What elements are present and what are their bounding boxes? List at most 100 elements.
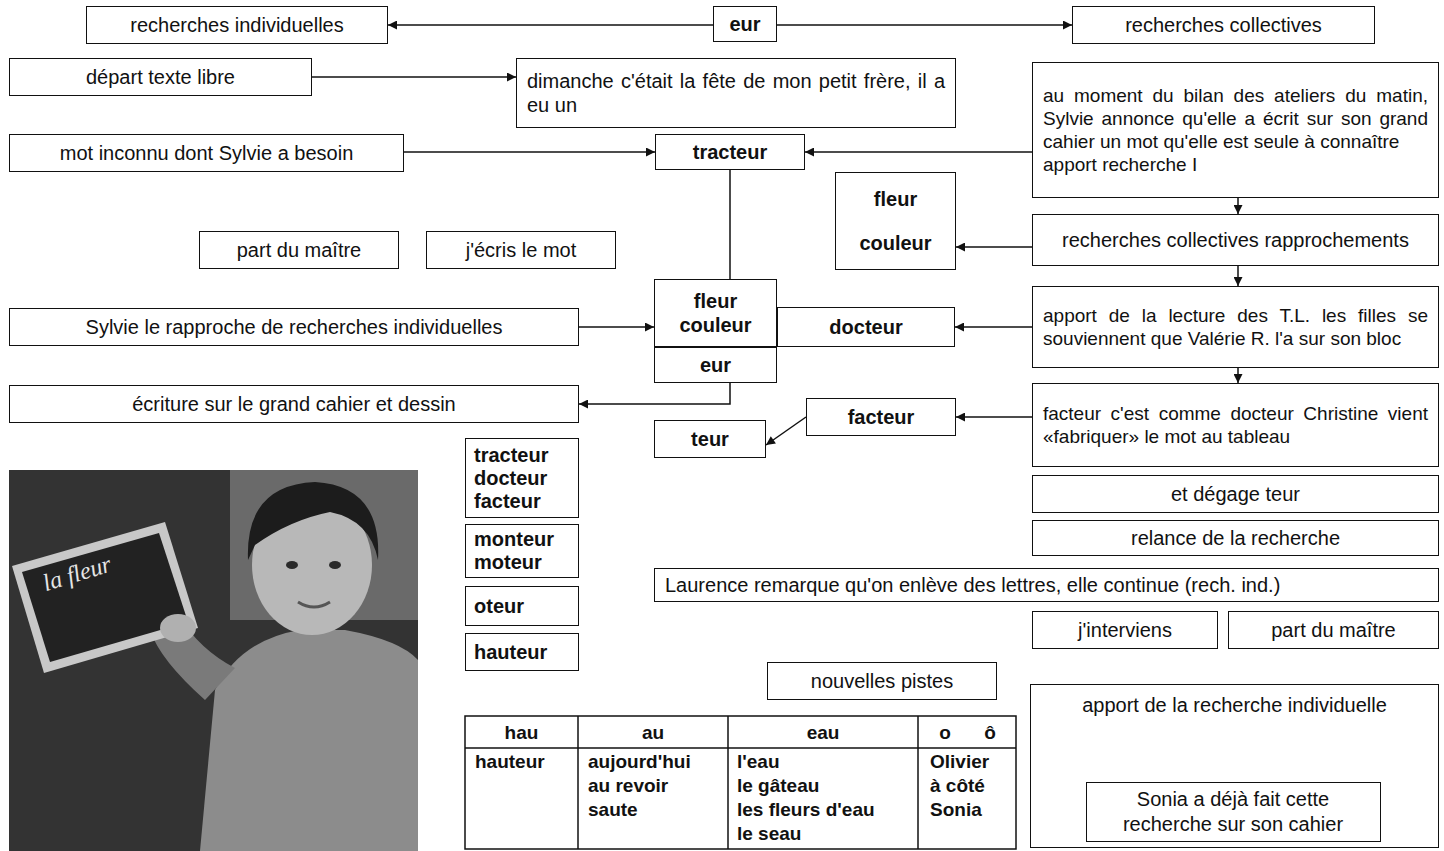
slate xyxy=(22,533,188,662)
box-text: monteur xyxy=(474,528,570,551)
text-box: mot inconnu dont Sylvie a besoin xyxy=(9,134,404,172)
text-box: relance de la recherche xyxy=(1032,520,1439,556)
table-cell: eau xyxy=(728,721,918,745)
box-text: facteur c'est comme docteur Christine vi… xyxy=(1043,402,1428,448)
box-text: tracteur xyxy=(666,140,794,164)
box-text: nouvelles pistes xyxy=(778,669,986,693)
text-box: part du maître xyxy=(1228,611,1439,649)
text-box: j'écris le mot xyxy=(426,231,616,269)
flow-arrow xyxy=(1237,198,1239,214)
text-box: départ texte libre xyxy=(9,58,312,96)
flow-arrow xyxy=(729,170,731,279)
text-box: apport de la recherche individuelleSonia… xyxy=(1030,684,1439,848)
child-eye xyxy=(286,561,298,569)
text-box: Laurence remarque qu'on enlève des lettr… xyxy=(654,568,1439,602)
table-cell: à côté xyxy=(930,774,985,798)
text-box: Sylvie le rapproche de recherches indivi… xyxy=(9,308,579,346)
box-text: apport de la lecture des T.L. les filles… xyxy=(1043,304,1428,350)
box-text: Sylvie le rapproche de recherches indivi… xyxy=(20,315,568,339)
flow-arrow xyxy=(766,417,806,445)
text-box: facteur xyxy=(806,398,956,436)
table-cell: saute xyxy=(588,798,638,822)
table-cell: Sonia xyxy=(930,798,982,822)
box-text: recherches collectives xyxy=(1083,13,1364,37)
box-text: relance de la recherche xyxy=(1043,526,1428,550)
box-text: fleur xyxy=(665,289,766,313)
box-text: eur xyxy=(665,353,766,377)
table-cell: hauteur xyxy=(475,750,545,774)
box-text: recherches individuelles xyxy=(97,13,377,37)
flow-arrow xyxy=(579,383,730,404)
text-box: oteur xyxy=(465,586,579,626)
table-cell: o xyxy=(930,721,960,745)
text-box: tracteur xyxy=(655,134,805,170)
box-text: facteur xyxy=(474,490,570,513)
text-box: Sonia a déjà fait cette recherche sur so… xyxy=(1086,782,1381,842)
box-text: au moment du bilan des ateliers du matin… xyxy=(1043,84,1428,154)
text-box: recherches collectives rapprochements xyxy=(1032,214,1439,266)
text-box: j'interviens xyxy=(1032,611,1218,649)
flow-arrow xyxy=(1237,368,1239,383)
box-text: mot inconnu dont Sylvie a besoin xyxy=(20,141,393,165)
text-box: part du maître xyxy=(199,231,399,269)
table-cell: le seau xyxy=(737,822,801,846)
box-text: et dégage teur xyxy=(1043,482,1428,506)
flow-arrow xyxy=(404,151,655,153)
flow-arrow xyxy=(805,151,1032,153)
flow-arrow xyxy=(955,326,1032,328)
text-box: recherches collectives xyxy=(1072,6,1375,44)
text-box: recherches individuelles xyxy=(86,6,388,44)
table-rule xyxy=(577,716,579,849)
table-border xyxy=(465,716,1016,849)
box-text: part du maître xyxy=(1239,618,1428,642)
table-cell: ô xyxy=(975,721,1005,745)
text-box: docteur xyxy=(777,307,955,347)
box-text: tracteur xyxy=(474,444,570,467)
child-hand xyxy=(160,614,196,642)
text-box: dimanche c'était la fête de mon petit fr… xyxy=(516,58,956,128)
flow-arrow xyxy=(956,416,1032,418)
box-text: j'écris le mot xyxy=(437,238,605,262)
child-hair xyxy=(248,482,378,560)
table-cell: les fleurs d'eau xyxy=(737,798,875,822)
box-text: fleur xyxy=(846,187,945,211)
box-text: j'interviens xyxy=(1043,618,1207,642)
box-text: couleur xyxy=(846,231,945,255)
table-cell: le gâteau xyxy=(737,774,819,798)
flow-arrow xyxy=(312,76,516,78)
flow-arrow xyxy=(388,24,713,26)
box-text: moteur xyxy=(474,551,570,574)
text-box: écriture sur le grand cahier et dessin xyxy=(9,385,579,423)
flow-arrow xyxy=(956,246,1032,248)
text-box: et dégage teur xyxy=(1032,475,1439,513)
text-box: fleur couleur xyxy=(835,172,956,270)
text-box: apport de la lecture des T.L. les filles… xyxy=(1032,286,1439,368)
table-rule xyxy=(727,716,729,849)
box-text: départ texte libre xyxy=(20,65,301,89)
child-mouth xyxy=(298,602,330,607)
table-cell: au xyxy=(578,721,728,745)
flow-arrow xyxy=(579,326,654,328)
box-text: eur xyxy=(718,12,772,36)
flow-arrow xyxy=(777,24,1072,26)
box-text: docteur xyxy=(788,315,944,339)
text-box: eur xyxy=(654,347,777,383)
box-text: apport recherche I xyxy=(1043,153,1428,176)
box-text: hauteur xyxy=(474,640,570,664)
box-text: facteur xyxy=(817,405,945,429)
box-text: recherches collectives rapprochements xyxy=(1043,228,1428,252)
box-text: dimanche c'était la fête de mon petit fr… xyxy=(527,69,945,118)
text-box: teur xyxy=(654,420,766,458)
text-box: monteurmoteur xyxy=(465,524,579,578)
table-cell: aujourd'hui xyxy=(588,750,691,774)
photo-ground xyxy=(9,470,418,851)
text-box: hauteur xyxy=(465,633,579,671)
table-rule xyxy=(917,716,919,849)
child-arm xyxy=(150,615,235,700)
text-box: eur xyxy=(713,6,777,42)
box-text: Laurence remarque qu'on enlève des lettr… xyxy=(665,573,1428,597)
box-text: teur xyxy=(665,427,755,451)
box-text: apport de la recherche individuelle xyxy=(1041,693,1428,717)
text-box: fleurcouleur xyxy=(654,279,777,347)
